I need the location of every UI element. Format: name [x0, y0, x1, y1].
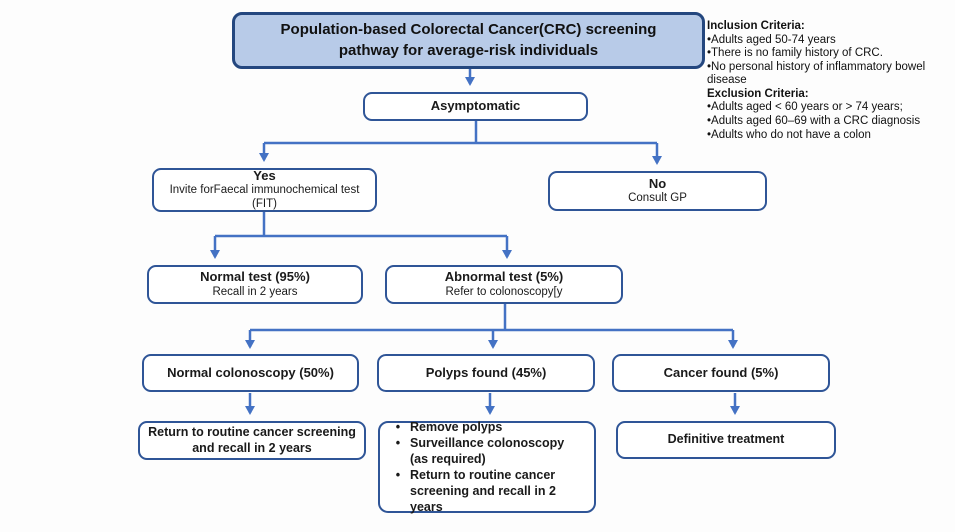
node-yes-subtext: Invite forFaecal immunochemical test (FI…	[169, 184, 360, 211]
node-polyps-outcome: • Remove polyps • Surveillance colonosco…	[378, 419, 596, 515]
node-definitive-treatment: Definitive treatment	[616, 421, 836, 459]
list-item-text: Return to routine cancer screening and r…	[410, 468, 556, 514]
list-item: • Remove polyps	[386, 419, 584, 435]
node-return-routine: Return to routine cancer screening and r…	[138, 421, 366, 460]
bullet-glyph: •	[395, 436, 401, 450]
list-item-text: Surveillance colonoscopy (as required)	[410, 436, 565, 466]
node-abnormal-test-subtext: Refer to colonoscopy[y	[445, 285, 563, 298]
inclusion-item: •Adults aged 50-74 years	[707, 33, 836, 46]
exclusion-item: •Adults aged < 60 years or > 74 years;	[707, 101, 903, 114]
node-no-subtext: Consult GP	[628, 192, 687, 205]
list-item: • Return to routine cancer screening and…	[386, 467, 584, 515]
node-title: Population-based Colorectal Cancer(CRC) …	[232, 12, 705, 69]
exclusion-heading: Exclusion Criteria:	[707, 87, 809, 100]
node-normal-test-label: Normal test (95%)	[200, 269, 310, 285]
node-cancer-found: Cancer found (5%)	[612, 354, 830, 392]
node-asymptomatic: Asymptomatic	[363, 92, 588, 121]
node-normal-colonoscopy-label: Normal colonoscopy (50%)	[167, 364, 334, 380]
node-normal-test-subtext: Recall in 2 years	[212, 285, 298, 298]
exclusion-item: •Adults aged 60–69 with a CRC diagnosis	[707, 114, 921, 127]
node-abnormal-test-label: Abnormal test (5%)	[444, 269, 564, 285]
inclusion-heading: Inclusion Criteria:	[707, 20, 805, 32]
node-normal-test: Normal test (95%) Recall in 2 years	[147, 265, 363, 304]
bullet-glyph: •	[395, 468, 401, 482]
inclusion-item: •No personal history of inflammatory bow…	[707, 60, 926, 87]
node-polyps-found-label: Polyps found (45%)	[425, 364, 547, 380]
exclusion-item: •Adults who do not have a colon	[707, 128, 871, 141]
node-no-label: No	[648, 175, 667, 191]
node-definitive-treatment-label: Definitive treatment	[667, 432, 785, 447]
node-asymptomatic-label: Asymptomatic	[430, 98, 521, 114]
list-item: • Surveillance colonoscopy (as required)	[386, 435, 584, 467]
node-yes: Yes Invite forFaecal immunochemical test…	[152, 168, 377, 212]
inclusion-item: •There is no family history of CRC.	[707, 47, 883, 60]
node-abnormal-test: Abnormal test (5%) Refer to colonoscopy[…	[385, 265, 623, 304]
node-normal-colonoscopy: Normal colonoscopy (50%)	[142, 354, 359, 392]
node-polyps-found: Polyps found (45%)	[377, 354, 595, 392]
node-cancer-found-label: Cancer found (5%)	[663, 364, 779, 380]
node-no: No Consult GP	[548, 171, 767, 211]
node-return-routine-label: Return to routine cancer screening and r…	[148, 424, 356, 455]
bullet-glyph: •	[395, 420, 401, 434]
title-text: Population-based Colorectal Cancer(CRC) …	[280, 21, 657, 59]
criteria-panel: Inclusion Criteria: •Adults aged 50-74 y…	[707, 20, 953, 142]
list-item-text: Remove polyps	[410, 420, 503, 434]
node-yes-label: Yes	[253, 168, 276, 184]
